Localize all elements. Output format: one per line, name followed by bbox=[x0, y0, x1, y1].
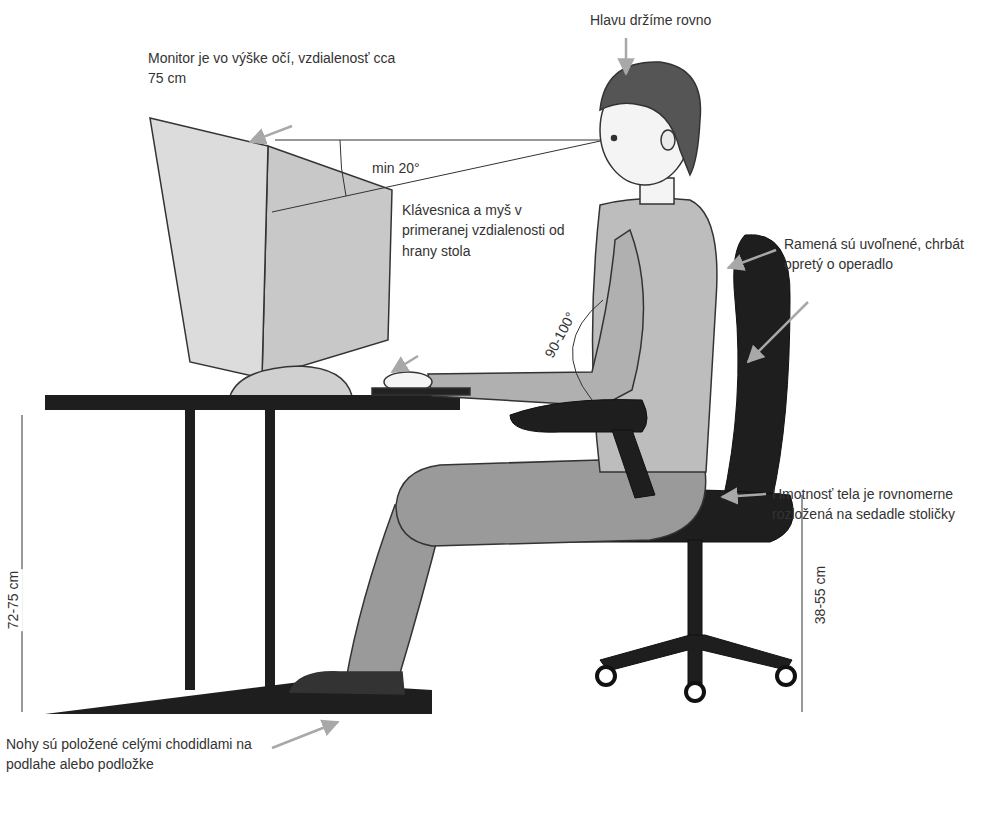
keyboard-note: Klávesnica a myš v primeranej vzdialenos… bbox=[402, 200, 584, 261]
monitor-note: Monitor je vo výške očí, vzdialenosť cca… bbox=[148, 48, 410, 89]
dimension-label: 72-75 cm bbox=[3, 569, 23, 631]
armrest bbox=[510, 400, 655, 498]
dimension-lines bbox=[22, 415, 802, 712]
shoulder-note: Ramená sú uvoľnené, chrbát opretý o oper… bbox=[784, 234, 989, 275]
person bbox=[290, 62, 717, 694]
sight-lines bbox=[272, 140, 605, 212]
angle-label: min 20° bbox=[372, 158, 462, 178]
angle-label: 90-100° bbox=[539, 307, 582, 364]
dimension-label: 38-55 cm bbox=[810, 564, 830, 626]
leader-arrows bbox=[250, 38, 808, 748]
monitor bbox=[150, 118, 392, 396]
head-note: Hlavu držíme rovno bbox=[590, 10, 770, 30]
seat-note: Hmotnosť tela je rovnomerne rozložená na… bbox=[772, 484, 994, 525]
desk bbox=[45, 395, 460, 714]
feet-note: Nohy sú položené celými chodidlami na po… bbox=[6, 734, 268, 775]
